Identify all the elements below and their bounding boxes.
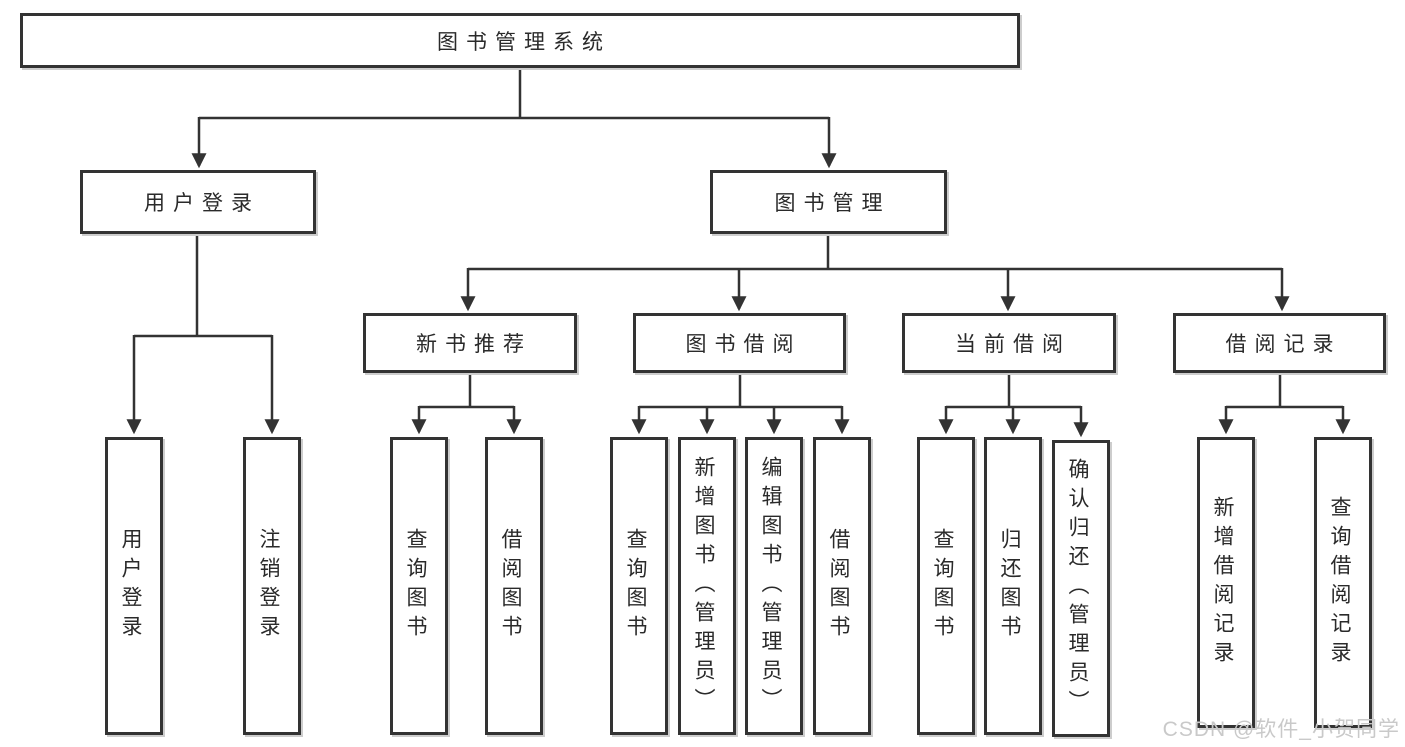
leaf-add-book-admin: 新增图书（管理员） xyxy=(678,437,736,735)
node-label: 新书推荐 xyxy=(416,333,532,356)
leaf-confirm-return-admin: 确认归还（管理员） xyxy=(1052,440,1110,737)
node-label: 图书管理 xyxy=(774,192,891,215)
leaf-label: 注销登录 xyxy=(257,528,281,644)
node-root-system: 图书管理系统 xyxy=(20,13,1020,68)
node-category-book-borrow: 图书借阅 xyxy=(633,313,846,373)
leaf-query-books-1: 查询图书 xyxy=(390,437,448,735)
leaf-query-borrow-record: 查询借阅记录 xyxy=(1314,437,1372,728)
leaf-borrow-books-1: 借阅图书 xyxy=(485,437,543,735)
leaf-label: 归还图书 xyxy=(998,528,1022,644)
leaf-label: 查询图书 xyxy=(404,528,428,644)
node-branch-book-management: 图书管理 xyxy=(710,170,947,234)
node-label: 当前借阅 xyxy=(955,333,1071,356)
leaf-return-book: 归还图书 xyxy=(984,437,1042,735)
leaf-query-books-3: 查询图书 xyxy=(917,437,975,735)
leaf-borrow-books-2: 借阅图书 xyxy=(813,437,871,735)
node-root-label: 图书管理系统 xyxy=(437,30,611,54)
node-category-new-book-recommend: 新书推荐 xyxy=(363,313,577,373)
leaf-query-books-2: 查询图书 xyxy=(610,437,668,735)
node-label: 借阅记录 xyxy=(1225,333,1342,356)
leaf-edit-book-admin: 编辑图书（管理员） xyxy=(745,437,803,735)
node-category-borrow-records: 借阅记录 xyxy=(1173,313,1386,373)
leaf-label: 借阅图书 xyxy=(827,528,851,644)
leaf-label: 查询借阅记录 xyxy=(1328,495,1352,670)
leaf-label: 新增图书（管理员） xyxy=(692,455,716,717)
leaf-label: 借阅图书 xyxy=(499,528,523,644)
leaf-label: 新增借阅记录 xyxy=(1211,495,1235,670)
leaf-label: 确认归还（管理员） xyxy=(1066,458,1090,719)
leaf-user-login: 用户登录 xyxy=(105,437,163,735)
csdn-watermark: CSDN @软件_小贺同学 xyxy=(1162,718,1400,741)
leaf-label: 编辑图书（管理员） xyxy=(759,455,783,717)
leaf-logout: 注销登录 xyxy=(243,437,301,735)
leaf-add-borrow-record: 新增借阅记录 xyxy=(1197,437,1255,728)
node-label: 用户登录 xyxy=(144,192,260,215)
leaf-label: 查询图书 xyxy=(931,528,955,644)
node-category-current-borrow: 当前借阅 xyxy=(902,313,1116,373)
leaf-label: 用户登录 xyxy=(119,528,143,644)
leaf-label: 查询图书 xyxy=(624,528,648,644)
node-label: 图书借阅 xyxy=(685,333,802,356)
node-branch-user-login: 用户登录 xyxy=(80,170,316,234)
